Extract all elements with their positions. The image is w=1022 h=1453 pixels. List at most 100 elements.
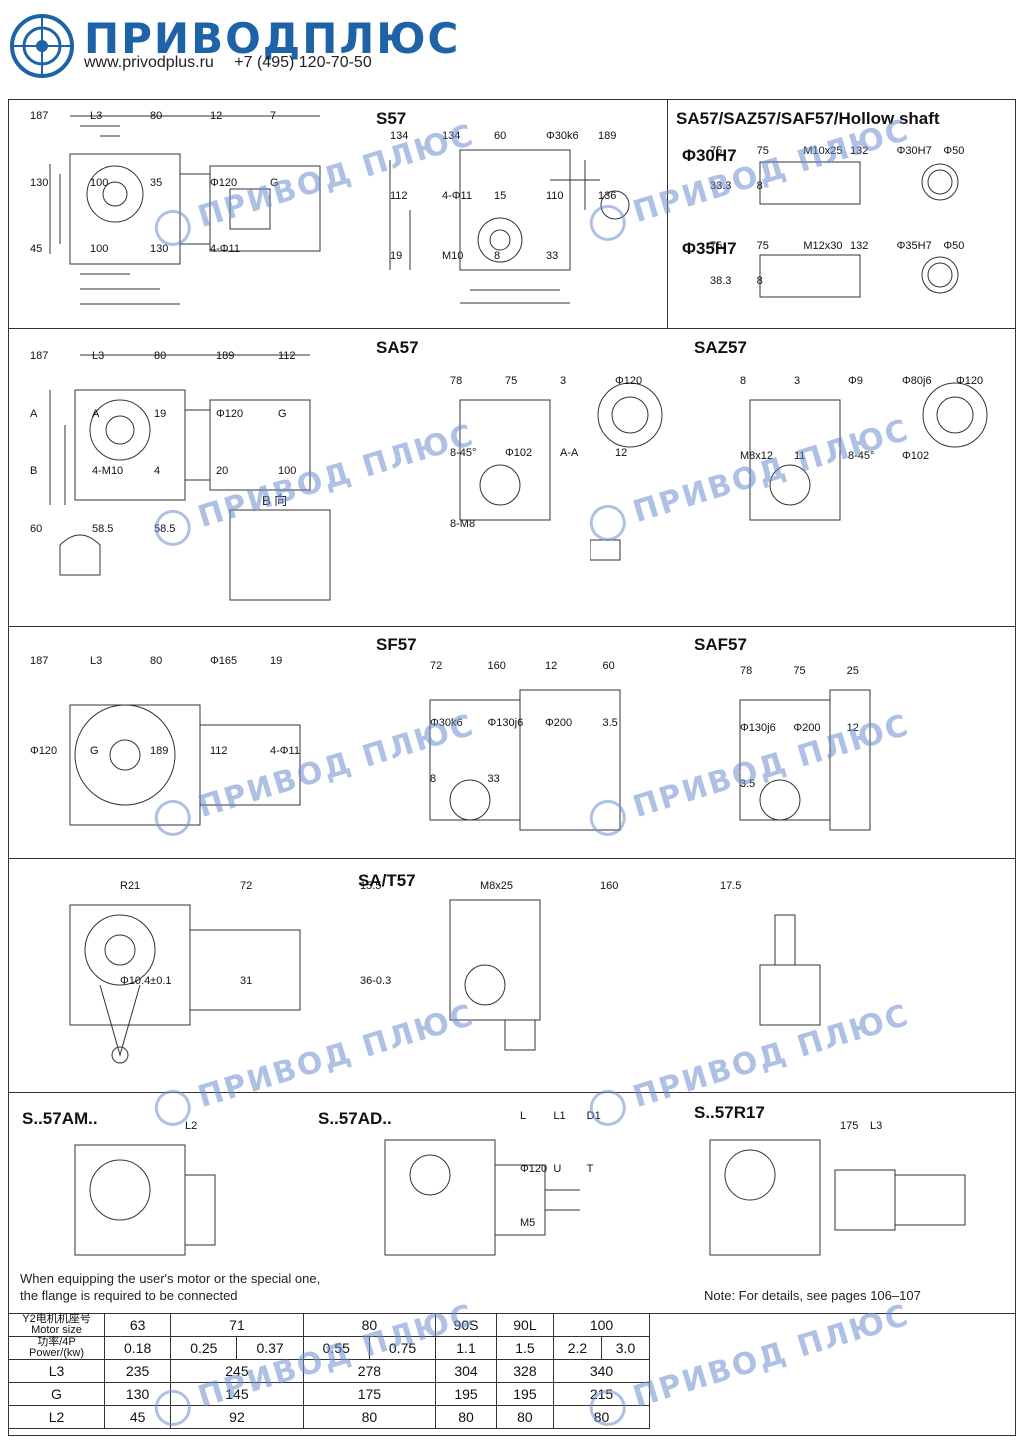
dimension-label: Φ30H7: [896, 145, 932, 157]
dimension-label: 45: [30, 243, 43, 256]
table-cell: 100: [552, 1313, 651, 1337]
table-cell: 90L: [495, 1313, 554, 1337]
dimension-label: Φ120: [216, 407, 244, 420]
dimension-label: 189: [216, 350, 235, 362]
brand-name: ПРИВОДПЛЮС: [84, 14, 461, 63]
table-row: Y2电机机座号 Motor size 63 71 80 90S 90L 100: [8, 1313, 651, 1337]
title-hollow-shaft: SA57/SAZ57/SAF57/Hollow shaft: [676, 109, 940, 128]
drawing-s57-front: [389, 149, 630, 304]
drawing-sf57-side: [69, 704, 301, 826]
table-cell: 0.18: [103, 1336, 172, 1360]
dimension-label: L3: [90, 110, 103, 122]
section-divider: [9, 1092, 1015, 1093]
dimension-label: 60: [30, 522, 43, 535]
label-shaft-30: Φ30H7: [682, 146, 737, 165]
dimension-label: 60: [494, 130, 507, 142]
dimension-label: 11: [794, 450, 806, 462]
dimension-label: 58.5: [92, 522, 114, 535]
dimension-label: L: [520, 1110, 527, 1122]
dimension-label: L1: [553, 1110, 566, 1122]
section-divider: [9, 858, 1015, 859]
logo-icon: [10, 14, 74, 78]
dimension-label: 12: [210, 110, 223, 122]
dimension-label: Φ35H7: [896, 240, 932, 252]
dimension-label: 75: [756, 240, 769, 252]
table-cell-split: 0.55 0.75: [302, 1336, 437, 1360]
dimension-label: 8: [756, 180, 763, 192]
dimension-label: 75: [793, 665, 806, 677]
table-cell: 195: [495, 1382, 554, 1406]
dimension-label: Φ10.4±0.1: [120, 975, 172, 987]
table-cell: 80: [495, 1405, 554, 1429]
dimension-label: 33: [487, 773, 500, 786]
dimension-label: D1: [586, 1110, 601, 1122]
website-link[interactable]: www.privodplus.ru: [84, 54, 214, 71]
dimension-label: 112: [278, 350, 296, 362]
table-cell: 340: [552, 1359, 651, 1383]
dimension-label: 36-0.3: [360, 975, 392, 987]
dimension-label: Φ120: [615, 375, 643, 387]
title-sf57: SF57: [376, 635, 417, 654]
dimension-label: 134: [442, 130, 461, 142]
table-cell: 278: [302, 1359, 437, 1383]
dimension-label: M10: [442, 250, 464, 262]
table-cell: 0.37: [236, 1337, 302, 1359]
dimension-label: A: [92, 407, 100, 420]
table-cell: 45: [103, 1405, 172, 1429]
table-cell: 130: [103, 1382, 172, 1406]
dimension-label: 33: [546, 250, 559, 262]
dimension-label: 4-M10: [92, 465, 124, 477]
dimension-label: 3.5: [740, 778, 756, 791]
dimension-label: Φ50: [943, 145, 965, 157]
label-view-b: B 向: [262, 493, 288, 508]
dimension-label: M5: [520, 1216, 536, 1229]
dimension-label: M10x25: [803, 145, 843, 157]
dimension-label: 8-45°: [848, 450, 875, 462]
dimension-label: Φ120: [956, 375, 984, 387]
dimension-label: 19: [154, 407, 167, 420]
table-cell: 328: [495, 1359, 554, 1383]
dimension-label: 100: [278, 465, 297, 477]
table-cell: 0.55: [322, 1340, 350, 1356]
dimension-label: 12: [615, 446, 628, 459]
dimension-label: 75: [710, 240, 723, 252]
section-divider: [9, 626, 1015, 627]
title-s57ad: S..57AD..: [318, 1109, 392, 1128]
note-r17: Note: For details, see pages 106–107: [704, 1288, 921, 1303]
dimension-label: 110: [546, 190, 564, 202]
dimension-label: R21: [120, 880, 141, 892]
row-label-l2: L2: [8, 1405, 105, 1429]
drawing-s57am: [74, 1144, 216, 1256]
dimension-label: 12: [545, 660, 558, 672]
dimension-label: 4-Φ11: [442, 190, 472, 202]
dimension-label: Φ50: [943, 240, 965, 252]
dimension-label: 112: [210, 745, 228, 757]
dimension-label: Φ102: [902, 450, 930, 462]
dimension-label: A: [30, 407, 38, 420]
dimension-label: 112: [390, 190, 408, 202]
dimension-label: 19: [390, 250, 403, 262]
table-cell: 0.75: [368, 1337, 435, 1359]
dimension-label: 72: [430, 660, 443, 672]
dimension-label: 189: [598, 130, 617, 142]
row-label-motor: Y2电机机座号 Motor size: [8, 1313, 105, 1337]
table-cell: 1.5: [495, 1336, 554, 1360]
dimension-label: 8: [756, 275, 763, 287]
dimension-label: L3: [870, 1120, 883, 1132]
dimension-label: B: [30, 465, 38, 477]
dimension-label: 4-Φ11: [270, 745, 300, 757]
dimension-label: Φ130j6: [487, 716, 524, 729]
dimension-label: Φ80j6: [902, 375, 932, 387]
drawing-sat57-front: [449, 899, 541, 1051]
dimension-label: 19: [270, 655, 283, 667]
dimension-label: 72: [240, 880, 253, 892]
dimension-label: Φ9: [848, 375, 863, 387]
table-cell: 80: [302, 1405, 437, 1429]
label-shaft-35: Φ35H7: [682, 239, 737, 258]
drawing-s57-side: [49, 115, 321, 305]
dimension-label: 20: [216, 465, 229, 477]
dimension-label: 12: [846, 721, 859, 734]
drawing-sf57-front: [429, 689, 621, 831]
